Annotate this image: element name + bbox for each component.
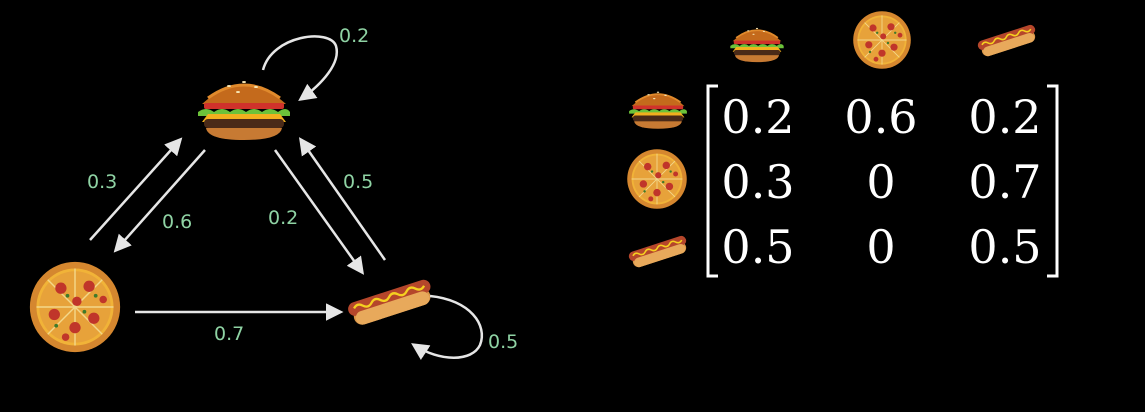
matrix-column-burger-icon (729, 27, 785, 64)
matrix-row-burger-icon (628, 90, 688, 130)
matrix-column-hotdog-icon (975, 22, 1039, 58)
pizza-to-burger-probability: 0.3 (87, 171, 117, 193)
burger-to-hotdog-arrow (273, 149, 365, 275)
matrix-row-hotdog-icon (626, 233, 690, 270)
matrix-cell-r1-c2: 0.6 (844, 90, 917, 144)
pizza-to-burger-arrow (89, 137, 183, 241)
hotdog-self-probability: 0.5 (488, 331, 518, 353)
matrix-cell-r2-c2: 0 (866, 155, 895, 209)
matrix-cell-r1-c3: 0.2 (968, 90, 1041, 144)
matrix-cell-r2-c1: 0.3 (721, 155, 794, 209)
hotdog-to-burger-probability: 0.5 (343, 171, 373, 193)
matrix-cell-r3-c3: 0.5 (968, 220, 1041, 274)
hotdog-self-loop-arrow (411, 294, 483, 360)
pizza-node-icon (29, 261, 121, 353)
matrix-cell-r3-c2: 0 (866, 220, 895, 274)
burger-to-hotdog-probability: 0.2 (268, 207, 298, 229)
burger-self-loop-arrow (261, 35, 339, 102)
matrix-row-pizza-icon (626, 148, 688, 210)
hotdog-node-icon (344, 276, 436, 330)
pizza-to-hotdog-probability: 0.7 (214, 323, 244, 345)
burger-to-pizza-probability: 0.6 (162, 211, 192, 233)
burger-node-icon (196, 79, 292, 142)
matrix-cell-r2-c3: 0.7 (968, 155, 1041, 209)
matrix-right-bracket (1047, 84, 1059, 278)
matrix-column-pizza-icon (852, 10, 912, 70)
matrix-cell-r3-c1: 0.5 (721, 220, 794, 274)
matrix-left-bracket (706, 84, 718, 278)
burger-to-pizza-arrow (113, 149, 206, 253)
matrix-cell-r1-c1: 0.2 (721, 90, 794, 144)
burger-self-probability: 0.2 (339, 25, 369, 47)
hotdog-to-burger-arrow (298, 137, 387, 261)
